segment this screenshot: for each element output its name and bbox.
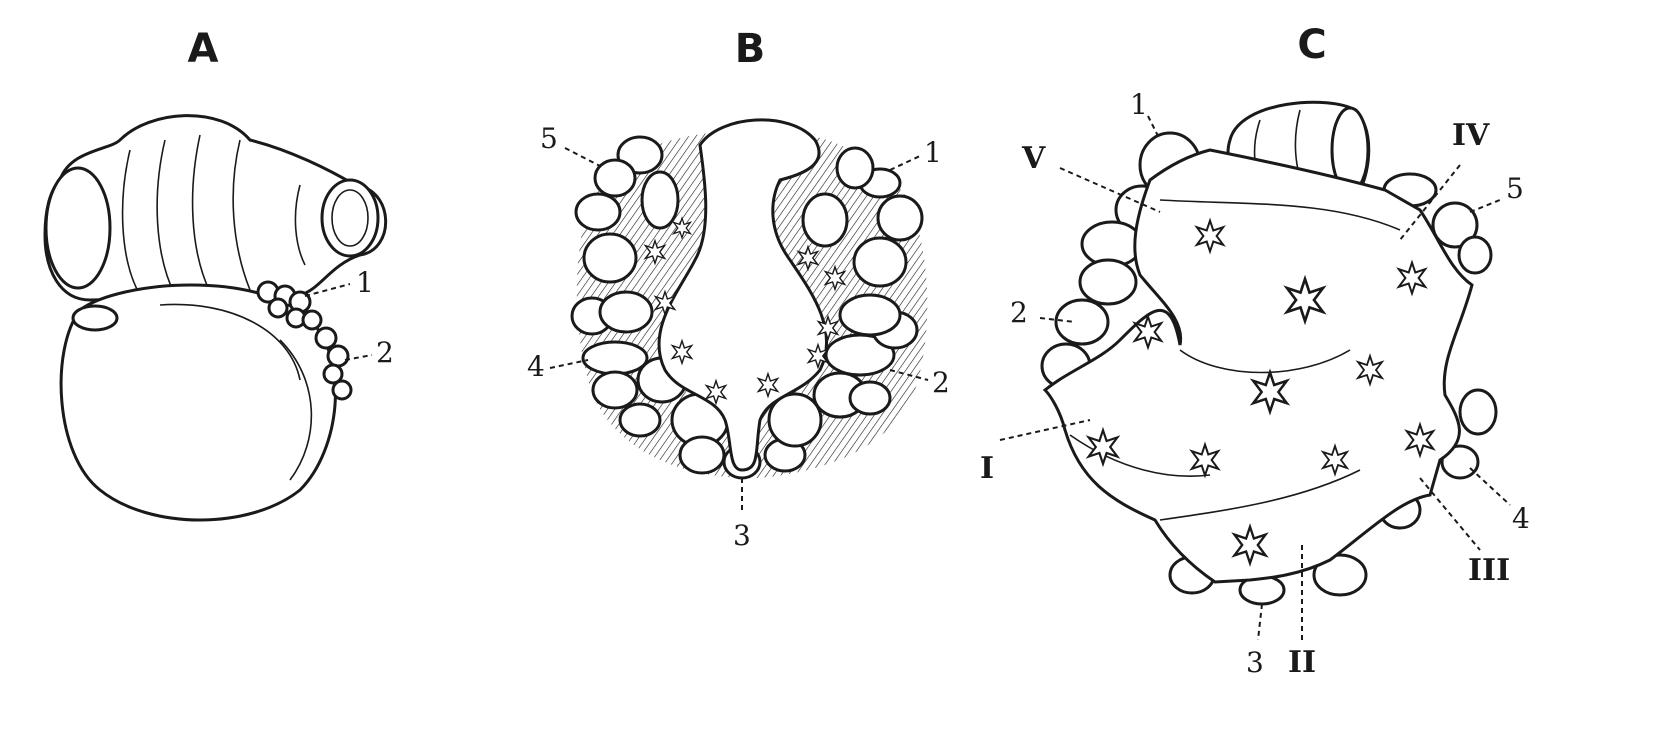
panel-a-figure (43, 114, 388, 522)
panel-c-figure (1040, 100, 1498, 606)
panel-c-leader-5: 5 (1506, 172, 1524, 205)
panel-a-leader-2: 2 (376, 336, 394, 369)
panel-b: B (527, 26, 950, 552)
panel-c-main-plate (1042, 148, 1474, 584)
panel-c: C (980, 22, 1530, 680)
panel-c-leader-ii: II (1288, 645, 1316, 680)
panel-c-leader-i: I (980, 451, 994, 486)
panel-a-right-end (320, 178, 380, 258)
panel-c-leader-iv: IV (1452, 118, 1490, 153)
panel-a-label: A (188, 26, 219, 72)
panel-b-figure (570, 118, 928, 480)
panel-b-leader-2: 2 (932, 366, 950, 399)
panel-b-leader-1: 1 (924, 136, 942, 169)
panel-b-label: B (735, 26, 766, 72)
panel-c-label: C (1297, 22, 1326, 68)
panel-c-leader-4: 4 (1512, 502, 1530, 535)
panel-c-leader-3: 3 (1246, 646, 1264, 679)
panel-c-lobes (1040, 131, 1498, 606)
panel-b-leader-4: 4 (527, 350, 545, 383)
panel-c-leader-v: V (1021, 141, 1046, 176)
panel-a-leader-1: 1 (356, 266, 374, 299)
panel-a-lower-globe (59, 283, 337, 522)
panel-a-left-end (44, 166, 112, 290)
panel-a: A (43, 26, 394, 522)
panel-c-leader-1: 1 (1130, 88, 1148, 121)
panel-a-beads (256, 280, 353, 401)
panel-c-leader-iii: III (1468, 553, 1510, 588)
panel-b-leader-5: 5 (540, 122, 558, 155)
panel-b-leader-3: 3 (733, 519, 751, 552)
panel-b-central-body (657, 118, 829, 472)
panel-c-leader-2: 2 (1010, 296, 1028, 329)
